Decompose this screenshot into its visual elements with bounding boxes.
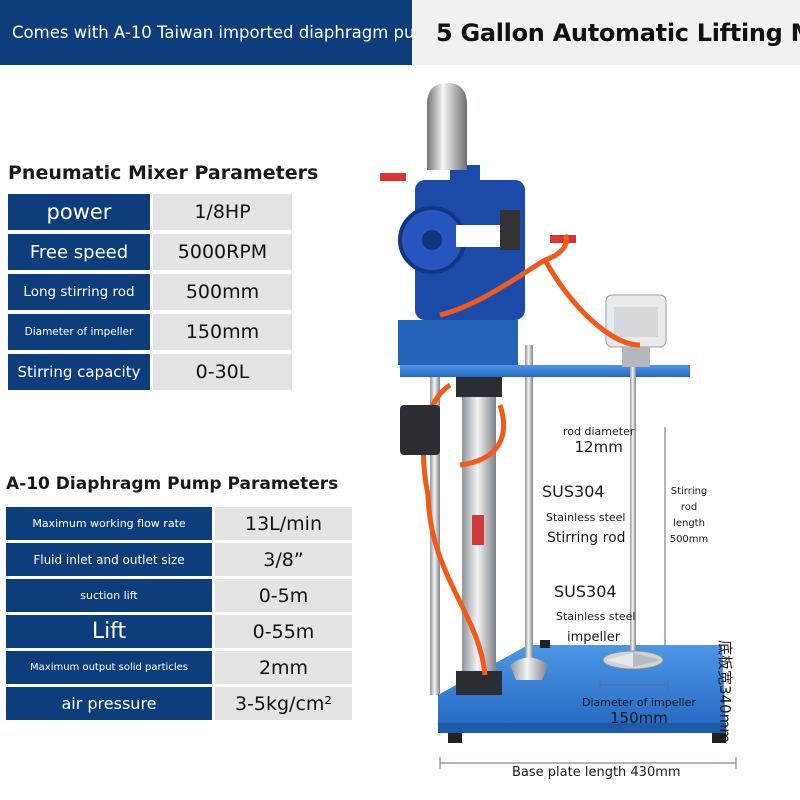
param-label: Free speed <box>8 234 150 270</box>
impeller-diameter-value: 150mm <box>610 709 668 727</box>
dimension-lines <box>439 427 737 769</box>
pump-params-table: Maximum working flow rate 13L/min Fluid … <box>6 507 352 723</box>
air-chamber <box>427 83 467 170</box>
air-motor <box>605 294 667 367</box>
param-value: 3/8” <box>215 543 352 576</box>
param-value: 0-55m <box>215 615 352 648</box>
impeller-material-text: Stainless steel <box>556 610 636 623</box>
param-row-free-speed: Free speed 5000RPM <box>8 234 292 270</box>
impeller-material-grade: SUS304 <box>554 582 617 601</box>
stirring-rod-label: Stirring rod <box>547 530 626 546</box>
impeller-diameter-text: Diameter of impeller <box>582 696 696 709</box>
param-label: Stirring capacity <box>8 354 150 390</box>
rod-diameter-label: rod diameter 12mm <box>563 425 634 456</box>
valve-side <box>550 235 576 243</box>
rod-diameter-text: rod diameter <box>563 425 635 438</box>
param-label: Lift <box>6 615 212 648</box>
control-valve <box>400 405 440 455</box>
pump-params-title: A-10 Diaphragm Pump Parameters <box>6 474 339 494</box>
rod-diameter-value: 12mm <box>574 438 623 456</box>
crossbar <box>400 365 690 377</box>
rod-length-label: Stirring rod length 500mm <box>669 486 709 545</box>
valve-top <box>380 173 406 181</box>
param-row-inlet-size: Fluid inlet and outlet size 3/8” <box>6 543 352 576</box>
param-label: Maximum output solid particles <box>6 651 212 684</box>
pump-mount <box>398 320 518 365</box>
param-row-solid-particles: Maximum output solid particles 2mm <box>6 651 352 684</box>
param-label: Fluid inlet and outlet size <box>6 543 212 576</box>
param-row-impeller-diameter: Diameter of impeller 150mm <box>8 314 292 350</box>
mixer-params-title: Pneumatic Mixer Parameters <box>8 162 319 184</box>
param-value: 1/8HP <box>153 194 292 230</box>
air-regulator <box>500 210 520 250</box>
param-value: 3-5kg/cm² <box>215 687 352 720</box>
param-value: 5000RPM <box>153 234 292 270</box>
param-label: suction lift <box>6 579 212 612</box>
impeller-label: impeller <box>567 630 621 645</box>
stirring-rod <box>630 365 636 655</box>
lifting-cylinder <box>456 375 502 695</box>
param-label: Diameter of impeller <box>8 314 150 350</box>
param-label: air pressure <box>6 687 212 720</box>
param-row-air-pressure: air pressure 3-5kg/cm² <box>6 687 352 720</box>
param-value: 13L/min <box>215 507 352 540</box>
param-row-power: power 1/8HP <box>8 194 292 230</box>
impeller-blades <box>602 650 664 670</box>
cup-base <box>510 657 548 680</box>
center-rod <box>525 345 533 665</box>
param-value: 0-30L <box>153 354 292 390</box>
param-value: 500mm <box>153 274 292 310</box>
param-row-suction-lift: suction lift 0-5m <box>6 579 352 612</box>
mixer-machine-illustration <box>380 83 737 769</box>
param-value: 0-5m <box>215 579 352 612</box>
param-value: 2mm <box>215 651 352 684</box>
base-length-label: Base plate length 430mm <box>512 765 681 780</box>
param-row-capacity: Stirring capacity 0-30L <box>8 354 292 390</box>
param-label: Maximum working flow rate <box>6 507 212 540</box>
header-pump-note: Comes with A-10 Taiwan imported diaphrag… <box>0 0 441 65</box>
impeller-diameter-label: Diameter of impeller 150mm <box>582 696 696 727</box>
param-row-flow-rate: Maximum working flow rate 13L/min <box>6 507 352 540</box>
param-label: power <box>8 194 150 230</box>
mixer-params-table: power 1/8HP Free speed 5000RPM Long stir… <box>8 194 292 394</box>
rod-material-text: Stainless steel <box>546 511 626 524</box>
rod-material-grade: SUS304 <box>542 482 605 501</box>
param-row-lift: Lift 0-55m <box>6 615 352 648</box>
header-product-title: 5 Gallon Automatic Lifting Mixer <box>412 0 800 65</box>
base-width-label: 底板宽340mm <box>716 640 734 743</box>
param-value: 150mm <box>153 314 292 350</box>
param-row-rod-length: Long stirring rod 500mm <box>8 274 292 310</box>
param-label: Long stirring rod <box>8 274 150 310</box>
